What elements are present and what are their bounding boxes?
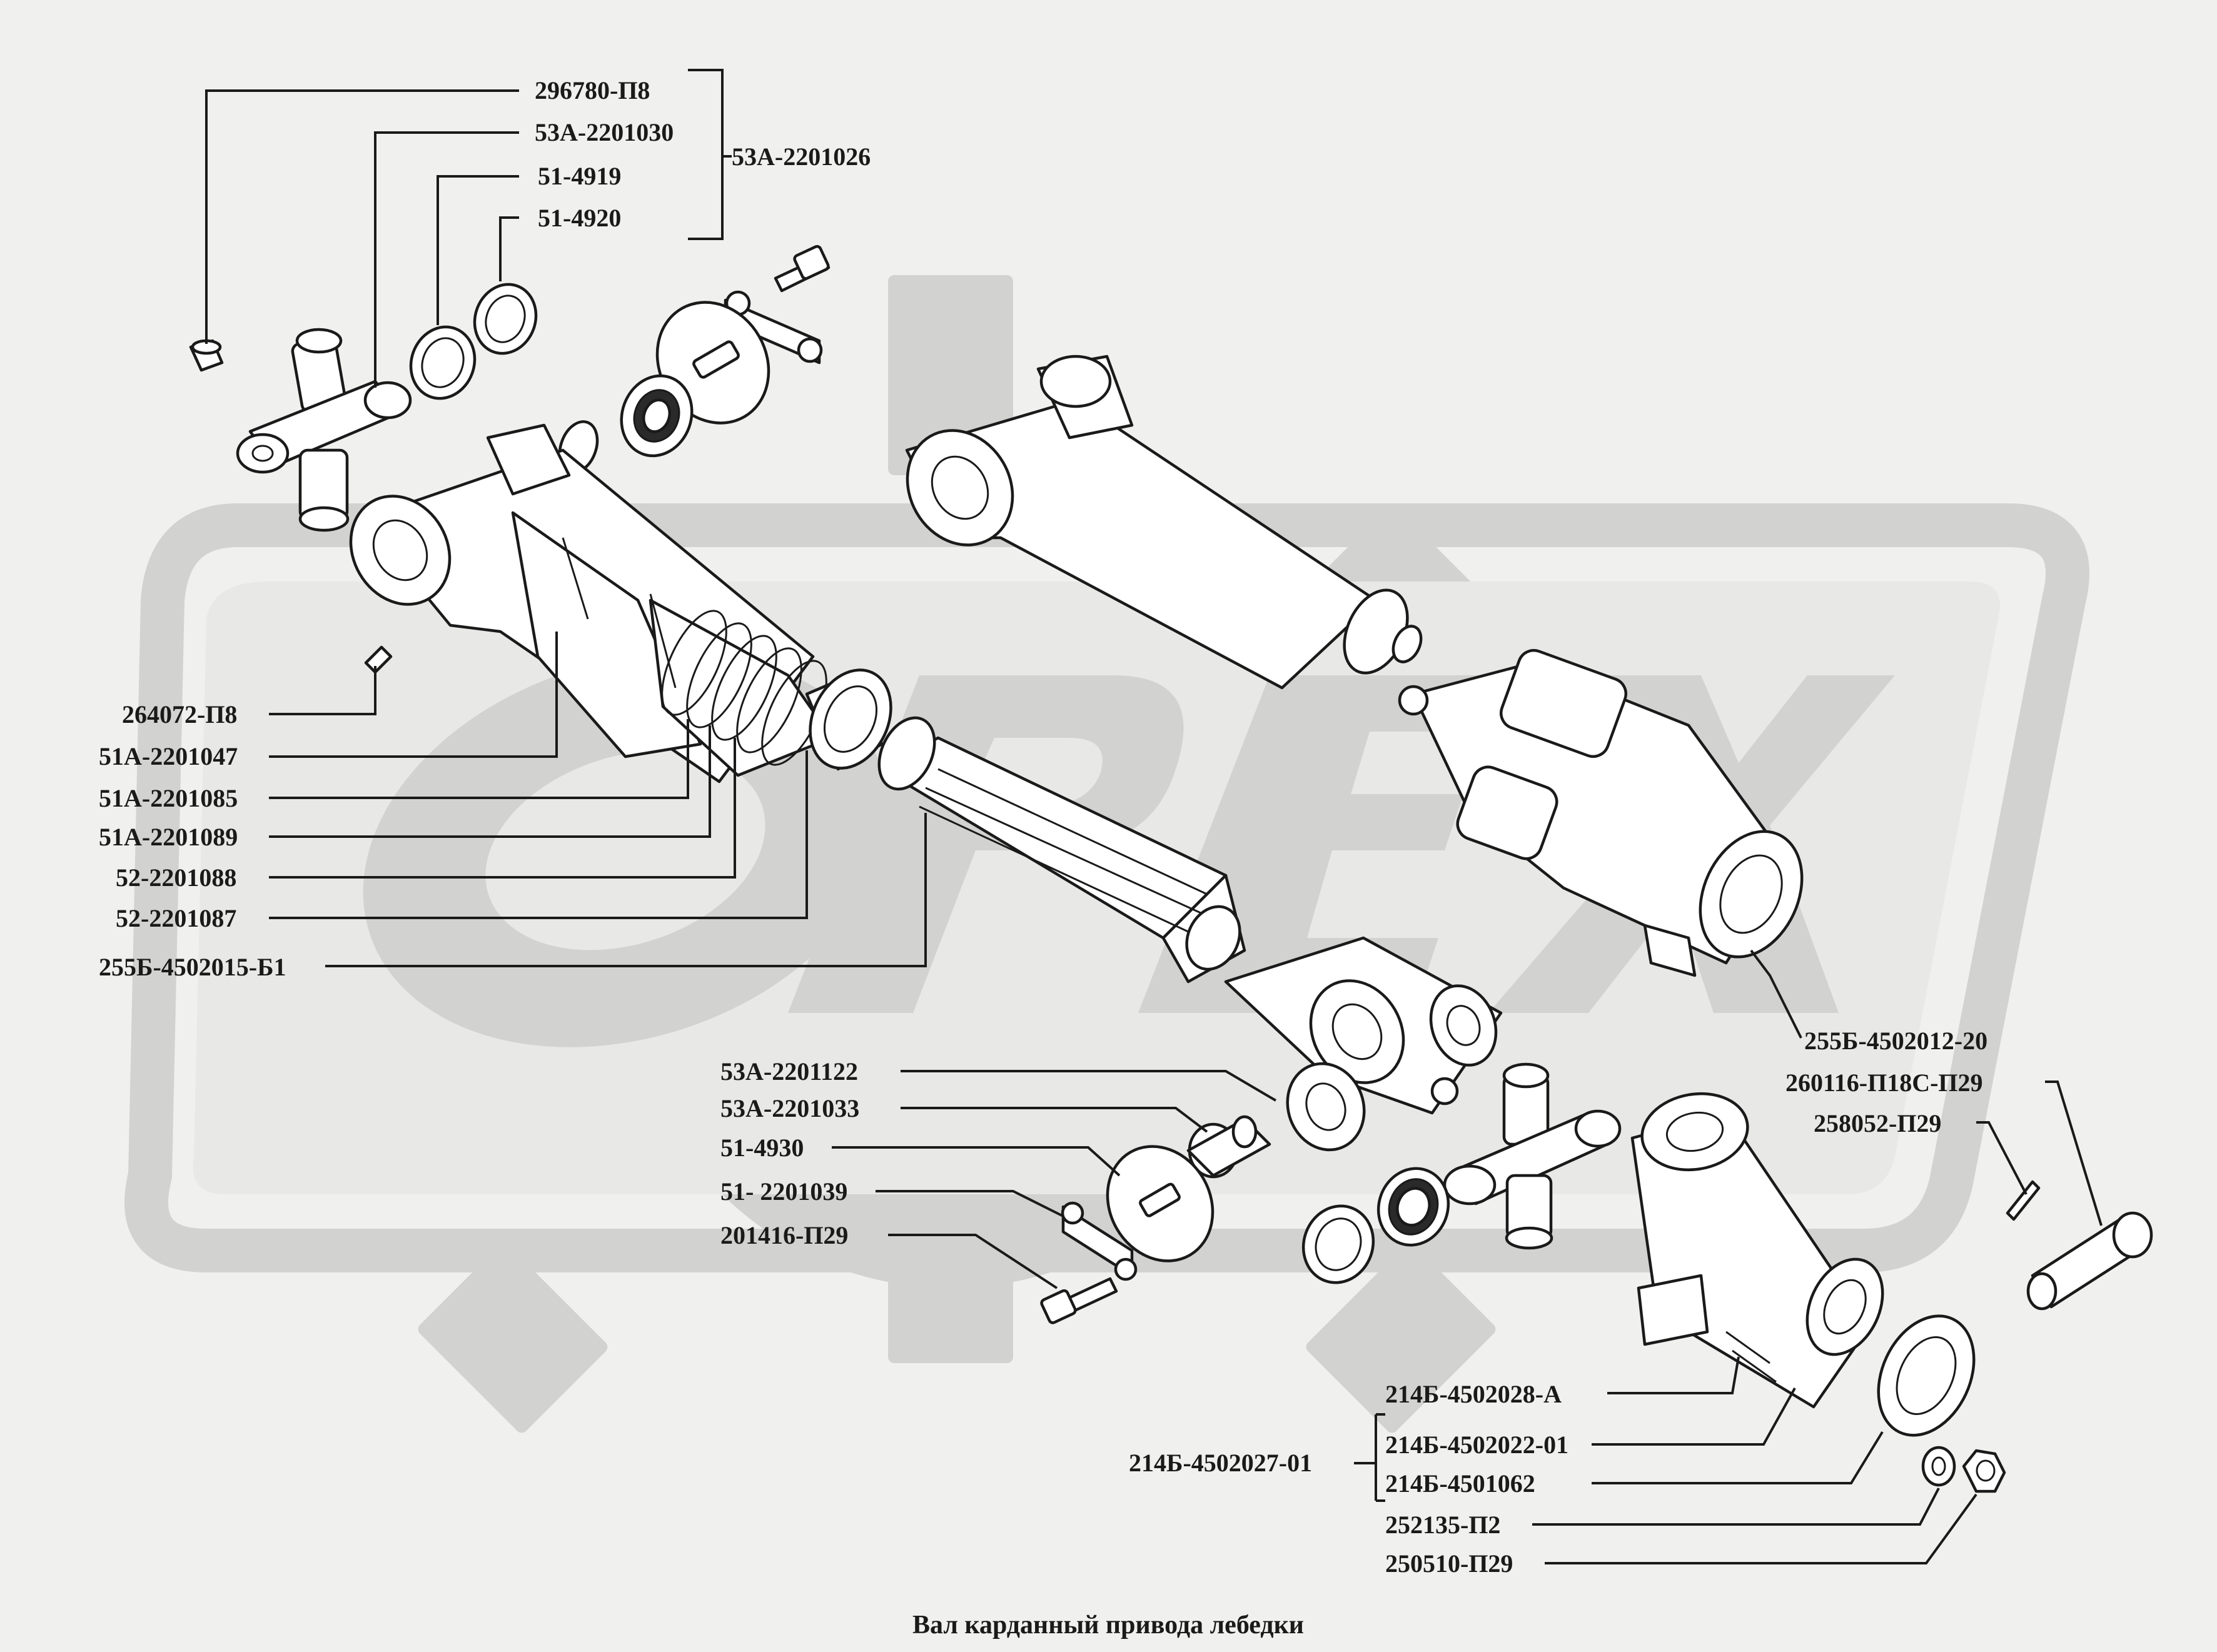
part-labels: 296780-П8 53А-2201030 51-4919 51-4920 53…: [99, 76, 1987, 1639]
label-52-2201088: 52-2201088: [116, 864, 236, 892]
label-53a-2201033: 53А-2201033: [720, 1094, 859, 1122]
label-258052: 258052-П29: [1814, 1109, 1941, 1137]
label-51-4920: 51-4920: [538, 204, 621, 232]
label-51-4919: 51-4919: [538, 162, 621, 190]
collar-ring-part: [805, 668, 892, 771]
seal-rings-top-part: [409, 283, 538, 400]
lock-plate-lower-part: [1061, 1201, 1138, 1281]
label-51-2201039: 51- 2201039: [720, 1177, 847, 1206]
label-214b-4502027-01-group: 214Б-4502027-01: [1129, 1449, 1312, 1477]
bolt-top-part: [774, 244, 831, 293]
small-parts-lower-part: [1186, 1077, 1459, 1179]
leader-lines: [205, 69, 2103, 1564]
spring-ring-stack-part: [661, 610, 827, 766]
washer-nut-part: [1921, 1446, 2006, 1493]
grease-nipple-top-part: [189, 339, 224, 372]
label-214b-4502028-a: 214Б-4502028-А: [1385, 1380, 1562, 1408]
label-296780: 296780-П8: [535, 76, 650, 104]
label-260116: 260116-П18С-П29: [1785, 1069, 1983, 1097]
seal-rings-lower-part: [1301, 1167, 1450, 1284]
cross-spider-top-part: [236, 328, 412, 532]
label-264072: 264072-П8: [122, 700, 237, 728]
diagram-caption: Вал карданный привода лебедки: [912, 1611, 1304, 1639]
cross-spider-lower-part: [1443, 1062, 1622, 1250]
label-255b-4502012-20: 255Б-4502012-20: [1804, 1027, 1987, 1055]
label-255b-4502015-b1: 255Б-4502015-Б1: [99, 953, 286, 981]
label-214b-4501062: 214Б-4501062: [1385, 1469, 1535, 1498]
cover-plate-lower-part: [1106, 1145, 1215, 1262]
label-53a-2201122: 53А-2201122: [720, 1057, 858, 1085]
label-52-2201087: 52-2201087: [116, 904, 236, 932]
grease-nipple-mid-part: [364, 645, 393, 674]
label-250510: 250510-П29: [1385, 1549, 1513, 1578]
label-51a-2201047: 51А-2201047: [99, 742, 238, 770]
label-214b-4502022-01: 214Б-4502022-01: [1385, 1431, 1568, 1459]
label-51a-2201085: 51А-2201085: [99, 784, 238, 812]
middle-shaft-yoke-part: [905, 355, 1423, 690]
end-yoke-bottom-part: [1630, 1092, 1976, 1437]
label-201416: 201416-П29: [720, 1221, 848, 1249]
pin-part: [2006, 1180, 2153, 1311]
label-53a-2201026-group: 53А-2201026: [732, 143, 871, 171]
label-252135: 252135-П2: [1385, 1511, 1500, 1539]
label-53a-2201030: 53А-2201030: [535, 118, 674, 146]
bolt-lower-part: [1040, 1277, 1118, 1324]
winch-housing-part: [1398, 648, 1804, 977]
label-51-4930: 51-4930: [720, 1134, 804, 1162]
splined-shaft-part: [877, 716, 1246, 984]
lower-yoke-part: [1224, 936, 1503, 1152]
label-51a-2201089: 51А-2201089: [99, 823, 238, 851]
